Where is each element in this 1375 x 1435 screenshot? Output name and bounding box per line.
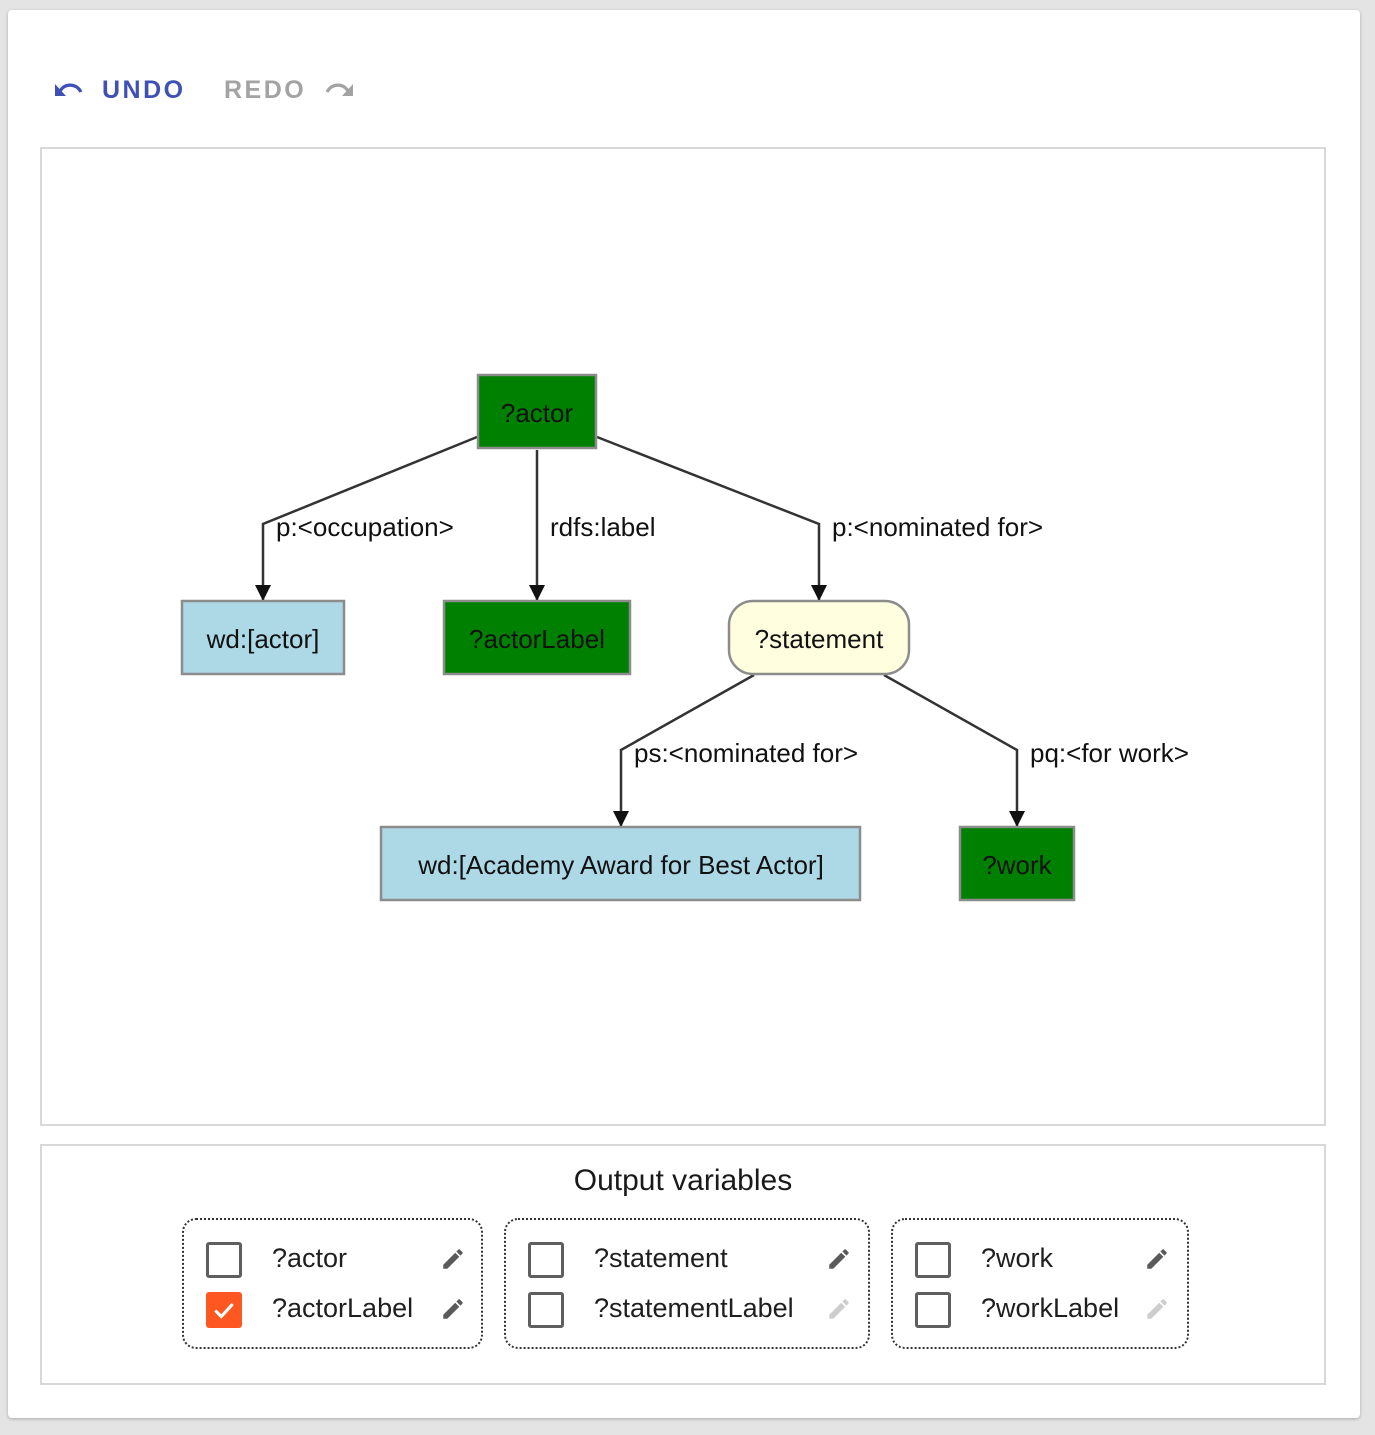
- variable-label-actorlabel: ?actorLabel: [272, 1293, 414, 1323]
- node-wd-actor-label: wd:[actor]: [206, 624, 320, 654]
- checkbox-worklabel[interactable]: [915, 1292, 951, 1328]
- variable-row-statementlabel: ?statementLabel: [506, 1285, 868, 1335]
- undo-label: UNDO: [102, 75, 186, 104]
- checkbox-work[interactable]: [915, 1242, 951, 1278]
- edge-pq-for-work[interactable]: pq:<for work>: [883, 673, 1189, 827]
- redo-button[interactable]: REDO: [224, 62, 356, 118]
- redo-label: REDO: [224, 75, 307, 104]
- node-work[interactable]: ?work: [958, 825, 1076, 902]
- edge-label-rdfs-label: rdfs:label: [550, 512, 656, 542]
- variable-group-actor: ?actor ?actorLabel: [182, 1218, 483, 1349]
- edge-label-nominated-for: p:<nominated for>: [832, 512, 1043, 542]
- check-icon: [214, 1303, 234, 1319]
- edge-ps-nominated-for[interactable]: ps:<nominated for>: [613, 673, 858, 827]
- edge-nominated-for[interactable]: p:<nominated for>: [596, 435, 1043, 601]
- query-builder-card: UNDO REDO p:<occupation>: [8, 10, 1360, 1418]
- undo-button[interactable]: UNDO: [52, 62, 186, 118]
- node-actor-label-var[interactable]: ?actorLabel: [442, 599, 632, 676]
- variable-row-actor: ?actor: [184, 1235, 481, 1285]
- undo-icon: [55, 83, 83, 96]
- node-work-label: ?work: [982, 850, 1052, 880]
- pencil-icon: [829, 1299, 849, 1319]
- variable-label-worklabel: ?workLabel: [981, 1293, 1120, 1323]
- edge-label-ps-nominated-for: ps:<nominated for>: [634, 738, 858, 768]
- pencil-icon[interactable]: [440, 1296, 466, 1322]
- node-actor[interactable]: ?actor: [476, 373, 598, 450]
- pencil-icon[interactable]: [1144, 1246, 1170, 1272]
- edge-label-pq-for-work: pq:<for work>: [1030, 738, 1189, 768]
- node-statement-label: ?statement: [755, 624, 884, 654]
- variable-row-actorlabel: ?actorLabel: [184, 1285, 481, 1335]
- variable-group-statement: ?statement ?statementLabel: [504, 1218, 870, 1349]
- node-wd-award[interactable]: wd:[Academy Award for Best Actor]: [379, 825, 862, 902]
- node-statement[interactable]: ?statement: [727, 599, 911, 676]
- edge-rdfs-label[interactable]: rdfs:label: [529, 450, 656, 601]
- checkbox-actorlabel[interactable]: [206, 1292, 242, 1328]
- edge-label-occupation: p:<occupation>: [276, 512, 454, 542]
- variable-group-work: ?work ?workLabel: [891, 1218, 1189, 1349]
- variable-row-worklabel: ?workLabel: [893, 1285, 1187, 1335]
- pencil-icon[interactable]: [826, 1246, 852, 1272]
- node-actor-label: ?actor: [501, 398, 574, 428]
- output-variables-panel: Output variables ?actor ?actorLabel: [40, 1144, 1326, 1385]
- query-graph: p:<occupation> rdfs:label p:<nominated f…: [40, 147, 1326, 1126]
- checkbox-statement[interactable]: [528, 1242, 564, 1278]
- variable-label-work: ?work: [981, 1243, 1054, 1273]
- variable-row-work: ?work: [893, 1235, 1187, 1285]
- variable-row-statement: ?statement: [506, 1235, 868, 1285]
- node-wd-actor[interactable]: wd:[actor]: [180, 599, 346, 676]
- node-actor-label-var-text: ?actorLabel: [469, 624, 605, 654]
- variable-label-statement: ?statement: [594, 1243, 728, 1273]
- variable-label-statementlabel: ?statementLabel: [594, 1293, 794, 1323]
- pencil-icon[interactable]: [440, 1246, 466, 1272]
- variable-label-actor: ?actor: [272, 1243, 348, 1273]
- output-variables-title: Output variables: [573, 1164, 793, 1197]
- edge-occupation[interactable]: p:<occupation>: [255, 435, 478, 601]
- checkbox-statementlabel[interactable]: [528, 1292, 564, 1328]
- node-wd-award-label: wd:[Academy Award for Best Actor]: [417, 850, 824, 880]
- redo-icon: [325, 83, 354, 96]
- checkbox-actor[interactable]: [206, 1242, 242, 1278]
- pencil-icon: [1147, 1299, 1167, 1319]
